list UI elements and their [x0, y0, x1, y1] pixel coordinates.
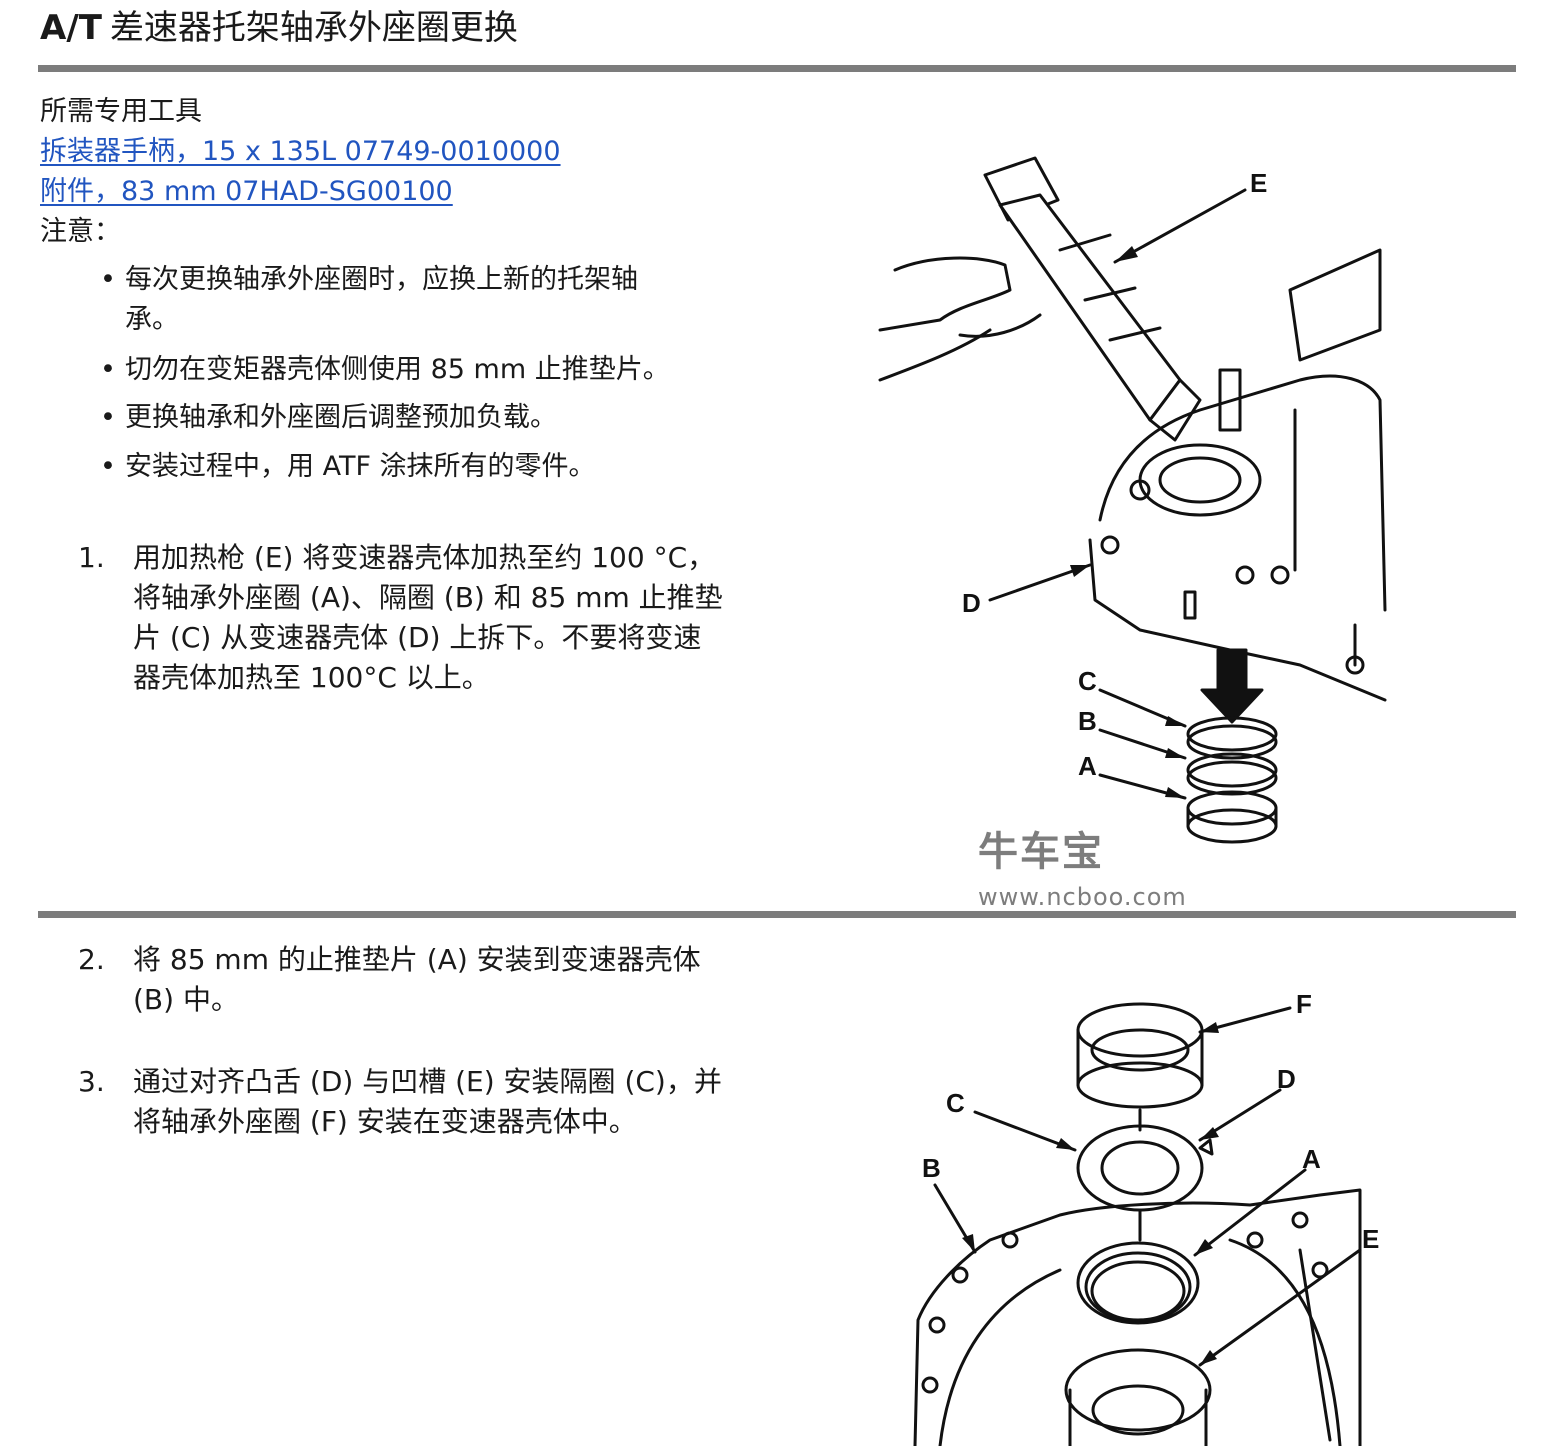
figure-1-label: E: [1250, 168, 1267, 198]
watermark-url: www.ncboo.com: [978, 883, 1187, 911]
bullet-text: 承。: [125, 304, 179, 335]
title-prefix: A/T: [40, 8, 102, 48]
title-text: 差速器托架轴承外座圈更换: [109, 8, 518, 48]
figure-2-label: F: [1296, 989, 1312, 1019]
bullet-text: 切勿在变矩器壳体侧使用 85 mm 止推垫片。: [125, 354, 670, 385]
figure-1-label: C: [1078, 666, 1097, 696]
figure-2-label: C: [946, 1088, 965, 1118]
notice-heading: 注意：: [40, 216, 121, 247]
middle-divider: [38, 911, 1516, 918]
watermark-brand: 牛车宝: [978, 829, 1104, 875]
figure-2-label: A: [1302, 1144, 1321, 1174]
top-divider: [38, 65, 1516, 72]
watermark: 牛车宝 www.ncboo.com: [978, 828, 1187, 912]
step-line: 将轴承外座圈 (A)、隔圈 (B) 和 85 mm 止推垫: [133, 581, 723, 614]
step-line: (B) 中。: [133, 983, 239, 1016]
tool-link-handle[interactable]: 拆装器手柄，15 x 135L 07749-0010000: [40, 136, 561, 167]
step-number: 1.: [78, 541, 105, 574]
figure-1-heatgun-removal: E D C B A: [878, 156, 1387, 844]
bullet-dot: •: [100, 354, 116, 385]
bullet-dot: •: [100, 264, 116, 295]
figure-2-label: B: [922, 1153, 941, 1183]
figure-1-label: B: [1078, 706, 1097, 736]
step-line: 通过对齐凸舌 (D) 与凹槽 (E) 安装隔圈 (C)，并: [133, 1065, 722, 1098]
step-number: 3.: [78, 1065, 105, 1098]
figure-1-label: D: [962, 588, 981, 618]
tool-link-attachment[interactable]: 附件，83 mm 07HAD-SG00100: [40, 176, 453, 207]
figure-2-label: D: [1277, 1064, 1296, 1094]
bullet-text: 每次更换轴承外座圈时，应换上新的托架轴: [125, 264, 638, 295]
tools-heading: 所需专用工具: [40, 96, 202, 127]
bullet-text: 更换轴承和外座圈后调整预加负载。: [125, 402, 557, 433]
step-line: 将轴承外座圈 (F) 安装在变速器壳体中。: [133, 1105, 637, 1138]
step-line: 器壳体加热至 100°C 以上。: [133, 661, 490, 694]
step-line: 将 85 mm 的止推垫片 (A) 安装到变速器壳体: [133, 943, 701, 976]
bullet-dot: •: [100, 402, 116, 433]
step-number: 2.: [78, 943, 105, 976]
step-line: 片 (C) 从变速器壳体 (D) 上拆下。不要将变速: [133, 621, 702, 654]
bullet-dot: •: [100, 451, 116, 482]
figure-2-label: E: [1362, 1224, 1379, 1254]
figure-2-installation: F D C B A E: [913, 989, 1379, 1446]
step-line: 用加热枪 (E) 将变速器壳体加热至约 100 °C，: [133, 541, 716, 574]
bullet-text: 安装过程中，用 ATF 涂抹所有的零件。: [125, 451, 596, 482]
figure-1-label: A: [1078, 751, 1097, 781]
